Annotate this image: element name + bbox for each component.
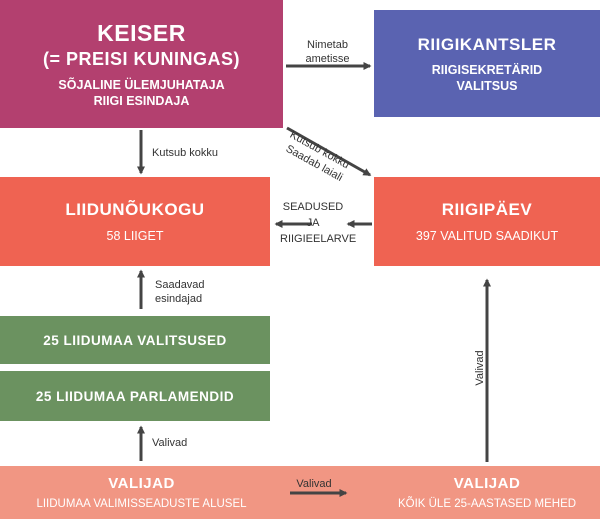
keiser-title-2: (= PREISI KUNINGAS) (42, 48, 241, 69)
liidumaa-parlamendid-box: 25 LIIDUMAA PARLAMENDID (0, 371, 270, 421)
riigipaev-title: RIIGIPÄEV (441, 200, 533, 219)
riigikantsler-title: RIIGIKANTSLER (417, 34, 557, 54)
keiser-sub-1: SÕJALINE ÜLEMJUHATAJA (58, 77, 225, 92)
label-seadused-2: JA (306, 217, 320, 229)
label-kutsub-kokku-down: Kutsub kokku (152, 147, 219, 159)
liidunoukogu-box: LIIDUNÕUKOGU 58 LIIGET (0, 177, 270, 266)
valijad-right-box: VALIJAD KÕIK ÜLE 25-AASTASED MEHED (374, 466, 600, 519)
valijad-left-sub: LIIDUMAA VALIMISSEADUSTE ALUSEL (36, 497, 247, 510)
riigipaev-sub: 397 VALITUD SAADIKUT (415, 229, 559, 243)
label-nimetab-2: ametisse (305, 53, 350, 65)
riigikantsler-sub-1: RIIGISEKRETÄRID (431, 62, 543, 77)
liidunoukogu-title: LIIDUNÕUKOGU (65, 200, 205, 219)
arrow-kutsub-diag (286, 126, 372, 177)
keiser-title: KEISER (97, 19, 186, 46)
riigikantsler-sub-2: VALITSUS (456, 78, 518, 93)
liidunoukogu-sub: 58 LIIGET (106, 229, 164, 243)
label-seadused-3: RIIGIEELARVE (280, 233, 357, 245)
liidumaa-valitsused-title: 25 LIIDUMAA VALITSUSED (43, 332, 227, 348)
valijad-left-title: VALIJAD (108, 474, 175, 492)
label-saadavad-2: esindajad (155, 293, 203, 305)
label-saadavad-1: Saadavad (155, 279, 205, 291)
valijad-left-box: VALIJAD LIIDUMAA VALIMISSEADUSTE ALUSEL (0, 466, 283, 519)
liidumaa-parlamendid-title: 25 LIIDUMAA PARLAMENDID (35, 388, 235, 404)
label-seadused-1: SEADUSED (282, 201, 344, 213)
riigikantsler-box: RIIGIKANTSLER RIIGISEKRETÄRID VALITSUS (374, 10, 600, 117)
keiser-sub-2: RIIGI ESINDAJA (93, 93, 190, 108)
label-nimetab: Nimetab ametisse (290, 38, 365, 66)
liidumaa-valitsused-box: 25 LIIDUMAA VALITSUSED (0, 316, 270, 364)
label-valivad-right: Valivad (474, 350, 486, 386)
valijad-right-sub: KÕIK ÜLE 25-AASTASED MEHED (397, 497, 577, 510)
riigipaev-box: RIIGIPÄEV 397 VALITUD SAADIKUT (374, 177, 600, 266)
label-valivad-bottom: Valivad (296, 478, 332, 490)
label-saadavad: Saadavad esindajad (155, 278, 205, 306)
label-seadused: SEADUSED JA RIIGIEELARVE (280, 199, 357, 247)
valijad-right-title: VALIJAD (453, 474, 521, 492)
label-valivad-left: Valivad (152, 437, 188, 449)
keiser-box: KEISER (= PREISI KUNINGAS) SÕJALINE ÜLEM… (0, 0, 283, 128)
label-nimetab-1: Nimetab (307, 39, 348, 51)
